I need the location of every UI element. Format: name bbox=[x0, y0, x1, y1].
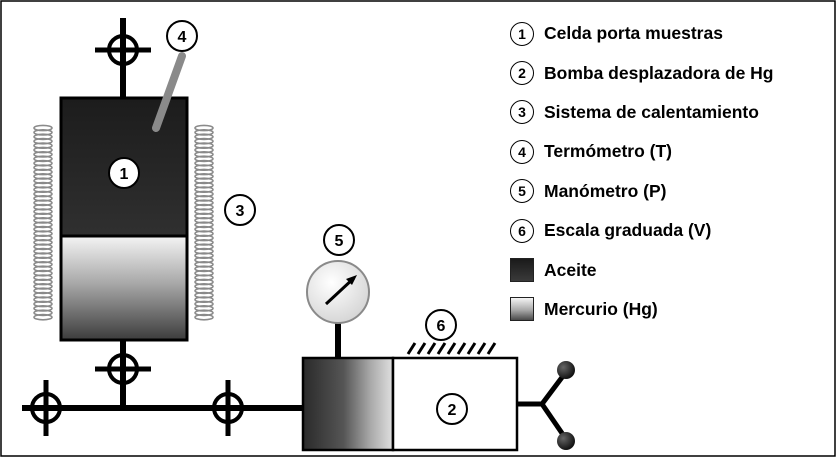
svg-text:2: 2 bbox=[448, 402, 457, 419]
left-valve bbox=[30, 380, 62, 436]
heater-coil-left bbox=[33, 124, 53, 321]
svg-text:3: 3 bbox=[236, 203, 245, 220]
coil-turn bbox=[33, 269, 53, 277]
legend-label: Mercurio (Hg) bbox=[544, 298, 658, 319]
legend-label: Bomba desplazadora de Hg bbox=[544, 62, 774, 83]
legend-label: Celda porta muestras bbox=[544, 23, 723, 44]
legend-item-manometer: 5 Manómetro (P) bbox=[510, 172, 832, 211]
mercury-swatch bbox=[510, 297, 534, 322]
legend-label: Termómetro (T) bbox=[544, 141, 673, 162]
scale-tick bbox=[486, 342, 497, 355]
legend-label: Manómetro (P) bbox=[544, 180, 667, 201]
mercury-phase bbox=[59, 234, 189, 342]
displacement-pump bbox=[301, 356, 519, 452]
coil-turn bbox=[194, 269, 214, 277]
coil-turn bbox=[33, 278, 53, 286]
coil-turn bbox=[194, 274, 214, 281]
legend-label: Aceite bbox=[544, 259, 597, 280]
scale-tick bbox=[476, 342, 487, 355]
coil-turn bbox=[194, 124, 214, 132]
coil-turn bbox=[194, 304, 214, 312]
legend-label: Escala graduada (V) bbox=[544, 220, 712, 241]
callout-5-manometer: 5 bbox=[323, 224, 355, 256]
coil-turn bbox=[33, 304, 53, 312]
legend-label: Sistema de calentamiento bbox=[544, 101, 759, 122]
bottom-valve bbox=[95, 353, 151, 385]
coil-turn bbox=[33, 296, 53, 303]
coil-turn bbox=[33, 256, 53, 264]
oil-swatch bbox=[510, 258, 534, 283]
legend-material-oil: Aceite bbox=[510, 250, 832, 289]
coil-turn bbox=[194, 300, 214, 308]
coil-turn bbox=[194, 313, 214, 321]
top-valve bbox=[95, 34, 151, 66]
legend-badge: 3 bbox=[510, 100, 534, 125]
legend: 1 Celda porta muestras 2 Bomba desplazad… bbox=[510, 14, 832, 329]
callout-1-cell: 1 bbox=[108, 157, 140, 189]
legend-item-thermometer: 4 Termómetro (T) bbox=[510, 132, 832, 171]
legend-badge: 5 bbox=[510, 179, 534, 204]
graduated-scale bbox=[406, 342, 497, 355]
scale-tick bbox=[436, 342, 447, 355]
coil-turn bbox=[194, 278, 214, 286]
scale-tick bbox=[456, 342, 467, 355]
scale-tick bbox=[416, 342, 427, 355]
scale-tick bbox=[426, 342, 437, 355]
legend-material-mercury: Mercurio (Hg) bbox=[510, 290, 832, 329]
svg-text:6: 6 bbox=[437, 318, 446, 335]
coil-turn bbox=[33, 274, 53, 281]
legend-item-cell: 1 Celda porta muestras bbox=[510, 14, 832, 53]
callout-3-heater: 3 bbox=[224, 194, 256, 226]
coil-turn bbox=[194, 291, 214, 299]
pump-handle bbox=[517, 361, 575, 450]
coil-turn bbox=[33, 300, 53, 308]
legend-badge: 6 bbox=[510, 218, 534, 243]
coil-turn bbox=[33, 313, 53, 321]
legend-badge: 2 bbox=[510, 61, 534, 86]
legend-item-pump: 2 Bomba desplazadora de Hg bbox=[510, 53, 832, 92]
svg-text:4: 4 bbox=[178, 29, 187, 46]
coil-turn bbox=[33, 282, 53, 290]
sample-cell bbox=[59, 96, 189, 342]
coil-turn bbox=[33, 260, 53, 268]
svg-text:1: 1 bbox=[120, 166, 129, 183]
coil-turn bbox=[33, 124, 53, 132]
middle-valve bbox=[212, 380, 244, 436]
manometer-gauge bbox=[306, 260, 370, 324]
callout-2-pump: 2 bbox=[436, 393, 468, 425]
callout-4-thermometer: 4 bbox=[166, 20, 198, 52]
legend-badge: 4 bbox=[510, 139, 534, 164]
scale-tick bbox=[406, 342, 417, 355]
legend-badge: 1 bbox=[510, 21, 534, 46]
coil-turn bbox=[194, 296, 214, 303]
callout-6-scale: 6 bbox=[425, 309, 457, 341]
scale-tick bbox=[446, 342, 457, 355]
pump-mercury bbox=[301, 356, 395, 452]
coil-turn bbox=[194, 282, 214, 290]
heater-coil-right bbox=[194, 124, 214, 321]
legend-item-scale: 6 Escala graduada (V) bbox=[510, 211, 832, 250]
scale-tick bbox=[466, 342, 477, 355]
coil-turn bbox=[33, 252, 53, 259]
legend-item-heater: 3 Sistema de calentamiento bbox=[510, 93, 832, 132]
coil-turn bbox=[194, 256, 214, 264]
coil-turn bbox=[33, 291, 53, 299]
coil-turn bbox=[194, 260, 214, 268]
thermometer bbox=[152, 52, 186, 132]
coil-turn bbox=[194, 252, 214, 259]
svg-text:5: 5 bbox=[335, 233, 344, 250]
